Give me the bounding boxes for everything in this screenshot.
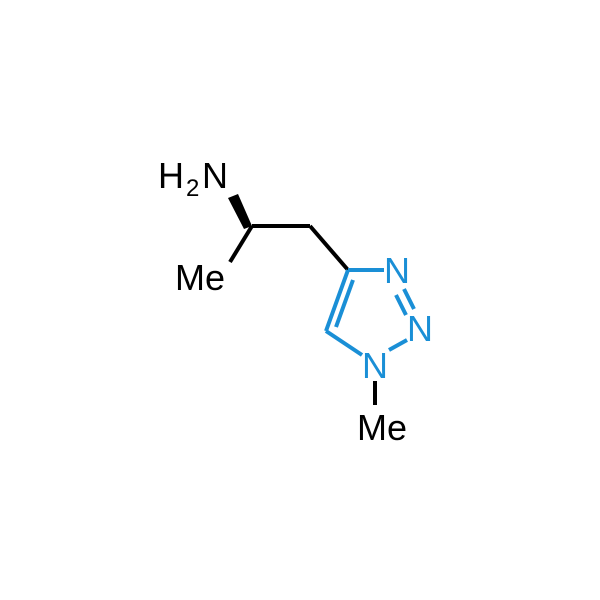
ring-bond-c4-c5-inner	[334, 279, 355, 328]
bond-ch2-ring	[308, 224, 350, 272]
amine-h-subscript: 2	[186, 175, 199, 202]
ring-n2-label: N	[407, 308, 433, 349]
amine-h-label: H	[158, 155, 184, 196]
triazole-ring	[324, 268, 416, 357]
n-methyl-label: Me	[357, 407, 407, 448]
ring-bond-n1-n2	[388, 338, 408, 352]
ring-bond-n3-n2-a	[402, 288, 416, 310]
bond-ch-methyl	[228, 224, 254, 264]
wedge-bond-nh2	[228, 194, 252, 229]
ring-n1-label: N	[362, 345, 388, 386]
ring-bond-c5-n1	[324, 329, 364, 357]
ring-n3-label: N	[384, 250, 410, 291]
alpha-methyl-label: Me	[175, 257, 225, 298]
ring-bond-n3-n2-b	[394, 294, 408, 316]
amine-n-label: N	[202, 155, 228, 196]
ring-bond-c4-c5	[324, 269, 350, 332]
